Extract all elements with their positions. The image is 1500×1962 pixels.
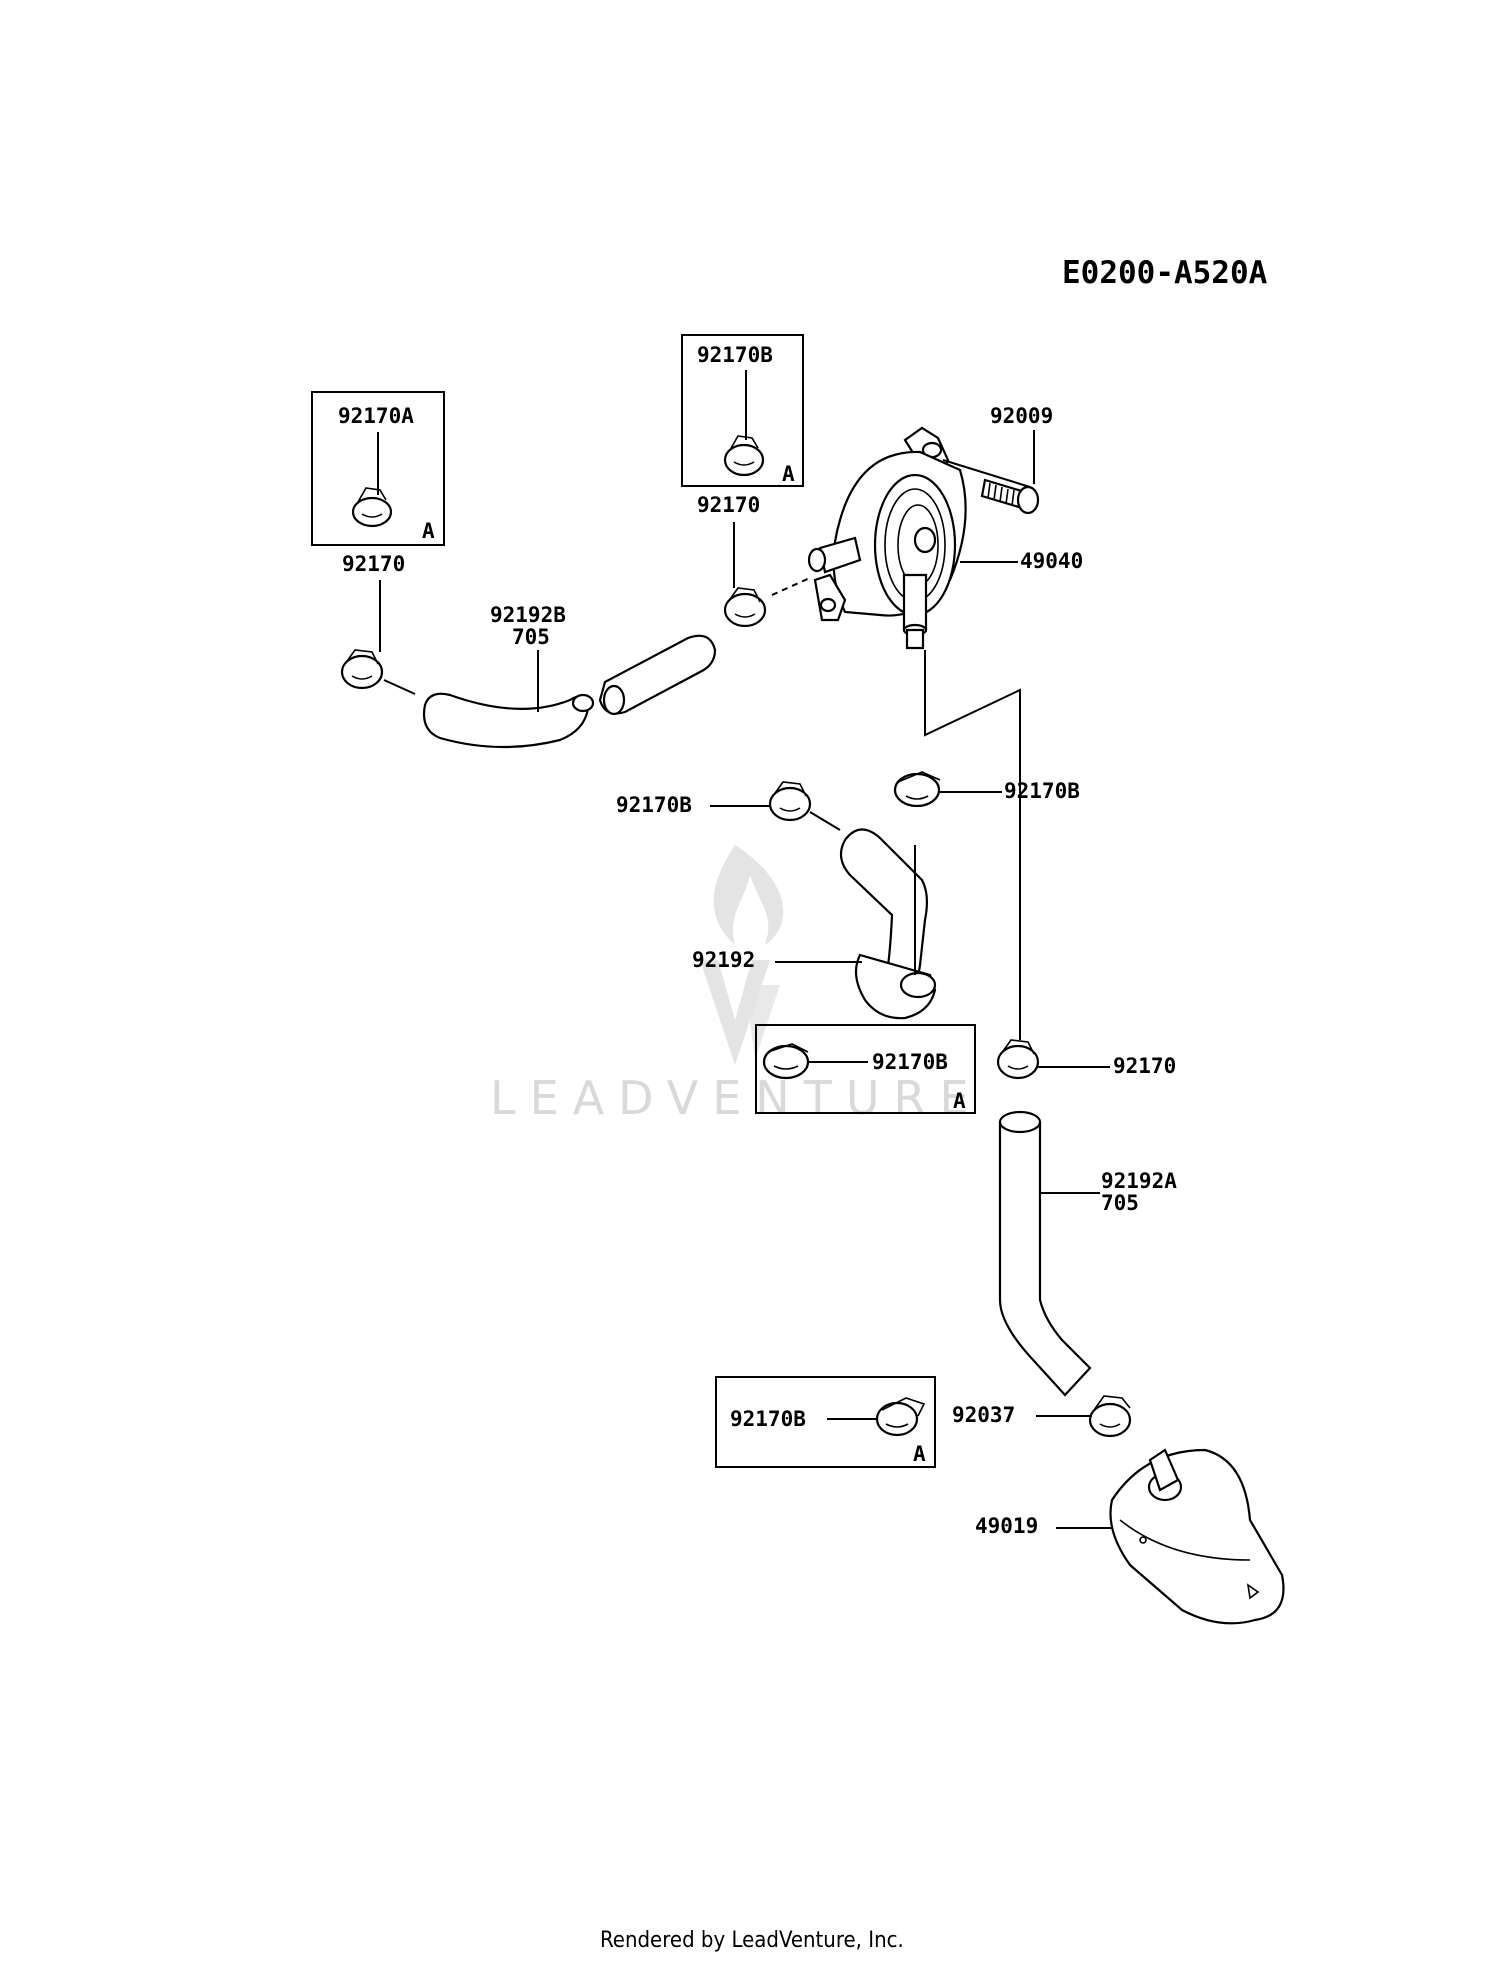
callout-letter: A bbox=[953, 1089, 966, 1113]
watermark-logo bbox=[700, 845, 784, 1065]
label-clamp-upper: 92170 bbox=[697, 493, 760, 517]
label-clamp-left: 92170 bbox=[342, 552, 405, 576]
clamp-92037 bbox=[1088, 1395, 1132, 1438]
dash-clamp-pump bbox=[771, 576, 813, 596]
routing-line bbox=[924, 650, 1021, 1040]
callout-letter: A bbox=[422, 519, 435, 543]
callout-box-92170B-middle: 92170B A bbox=[755, 1024, 976, 1114]
bolt bbox=[980, 478, 1040, 515]
label-clamp-mid-left: 92170B bbox=[616, 793, 692, 817]
label-clamp-filter: 92037 bbox=[952, 1403, 1015, 1427]
hose-92192 bbox=[839, 828, 937, 1020]
label-filter: 49019 bbox=[975, 1514, 1038, 1538]
clamp-icon bbox=[351, 487, 393, 528]
dash-left-clamp-hose bbox=[383, 679, 416, 695]
label-hose-low-part: 92192A bbox=[1101, 1169, 1177, 1193]
label-clamp-low-right: 92170 bbox=[1113, 1054, 1176, 1078]
fuel-pump bbox=[807, 426, 967, 650]
diagram-id: E0200-A520A bbox=[1062, 255, 1268, 291]
callout-label: 92170B bbox=[730, 1407, 806, 1431]
label-hose-top-len: 705 bbox=[512, 625, 550, 649]
hose-92192B bbox=[422, 634, 717, 749]
leader-bolt-pump bbox=[942, 459, 1031, 488]
callout-box-92170B-bottom: 92170B A bbox=[715, 1376, 936, 1468]
callout-box-92170B-top: 92170B A bbox=[681, 334, 804, 487]
callout-letter: A bbox=[782, 462, 795, 486]
clamp-92170-left bbox=[340, 649, 384, 690]
callout-label: 92170B bbox=[872, 1050, 948, 1074]
label-hose-top-part: 92192B bbox=[490, 603, 566, 627]
fuel-filter bbox=[1109, 1448, 1285, 1625]
clamp-92170-low-right bbox=[996, 1039, 1040, 1080]
clamp-icon bbox=[723, 435, 765, 477]
watermark: LEADVENTURE bbox=[490, 845, 983, 1125]
watermark-text: LEADVENTURE bbox=[490, 1071, 983, 1125]
callout-letter: A bbox=[913, 1442, 926, 1466]
clamp-92170B-mid-left bbox=[768, 781, 812, 822]
dash-mid-clamp-hose bbox=[809, 811, 841, 831]
label-clamp-mid-right: 92170B bbox=[1004, 779, 1080, 803]
hose-92192A bbox=[998, 1110, 1092, 1397]
label-pump: 49040 bbox=[1020, 549, 1083, 573]
clamp-icon bbox=[762, 1043, 810, 1080]
clamp-92170-upper bbox=[723, 587, 767, 628]
callout-box-92170A: 92170A A bbox=[311, 391, 445, 546]
label-hose-low-len: 705 bbox=[1101, 1191, 1139, 1215]
footer-text: Rendered by LeadVenture, Inc. bbox=[600, 1928, 904, 1953]
clamp-icon bbox=[875, 1397, 926, 1437]
callout-label: 92170B bbox=[697, 343, 773, 367]
callout-label: 92170A bbox=[338, 404, 414, 428]
clamp-92170B-mid-right bbox=[893, 771, 941, 808]
label-hose-mid: 92192 bbox=[692, 948, 755, 972]
label-bolt: 92009 bbox=[990, 404, 1053, 428]
